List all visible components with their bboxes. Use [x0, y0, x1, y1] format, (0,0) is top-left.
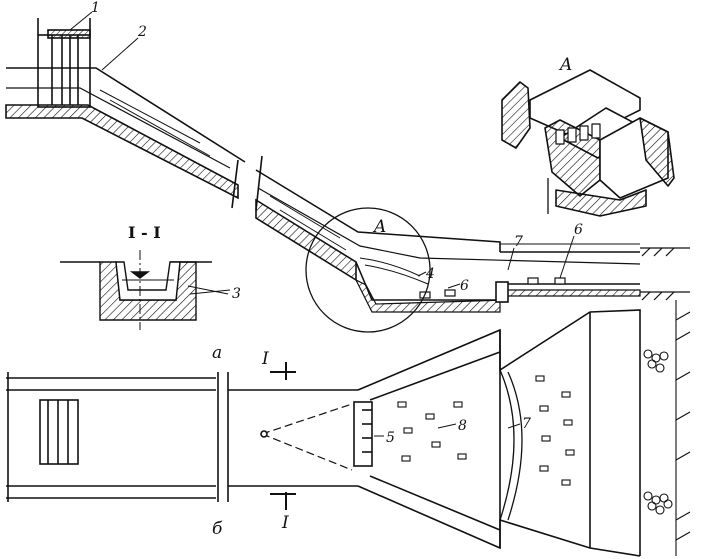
- chute-top-wall: [255, 169, 501, 252]
- chute-water-surface: [257, 187, 641, 265]
- upstream-bed: [5, 104, 239, 200]
- end-sill: [495, 281, 509, 303]
- leader-lines: [69, 11, 575, 437]
- plan-gate-structure: [39, 399, 79, 465]
- view-a-label: а: [212, 343, 222, 363]
- section-cut-marks: [270, 362, 296, 510]
- plan-sill-arc: [499, 369, 515, 521]
- labels: 1 2 3 4 5 6 6 7 7 8 A A I - I I I а б: [91, 0, 583, 539]
- plan-blocks: [397, 375, 575, 486]
- callout-5: 5: [386, 430, 395, 446]
- detail-callout-a: A: [372, 217, 386, 237]
- basin-bed: [354, 278, 641, 313]
- callout-1: 1: [91, 0, 100, 16]
- callout-6-basin: 6: [460, 278, 469, 294]
- callout-2: 2: [137, 24, 147, 40]
- section-title: I - I: [128, 223, 161, 242]
- view-b-label: б: [212, 519, 223, 539]
- splitter-block: [353, 401, 373, 467]
- callout-4: 4: [425, 266, 435, 282]
- detail-teeth: [555, 123, 601, 145]
- callout-7-plan: 7: [522, 416, 531, 432]
- right-bank: [675, 300, 691, 556]
- detail-circle-a: [305, 207, 431, 333]
- plan-view: [6, 300, 691, 557]
- callout-8: 8: [458, 418, 467, 434]
- callout-7-section: 7: [514, 234, 523, 250]
- flow-lines: [99, 89, 429, 285]
- channel-top-wall: [6, 67, 246, 163]
- section-mark-top: I: [261, 349, 269, 369]
- cross-section-i-i: [60, 250, 231, 330]
- detail-a-view: [501, 69, 675, 217]
- riprap: [643, 349, 673, 515]
- callout-6-outlet: 6: [574, 222, 583, 238]
- callout-3: 3: [232, 286, 241, 302]
- gate-tower: [37, 18, 91, 108]
- section-mark-bottom: I: [281, 513, 289, 533]
- longitudinal-section: [5, 18, 690, 333]
- channel-water-surface: [6, 87, 231, 169]
- ground-right: [640, 247, 690, 301]
- detail-title-a: A: [558, 55, 572, 75]
